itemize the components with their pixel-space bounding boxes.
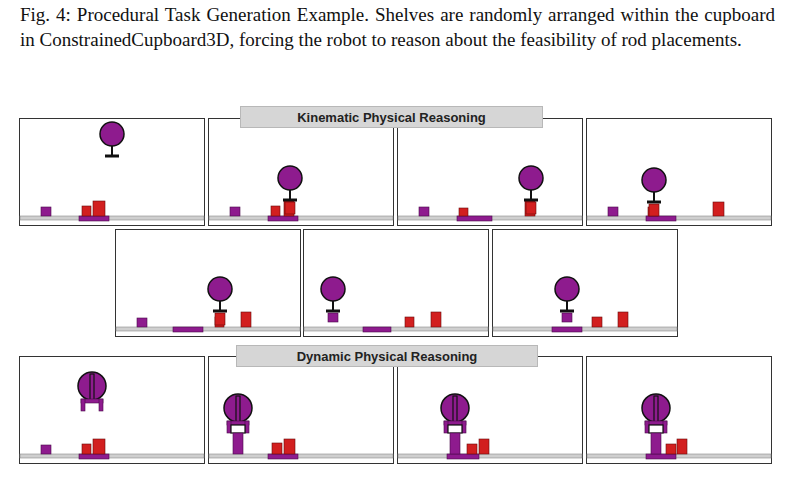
scene-panel bbox=[209, 357, 394, 464]
scene-panel bbox=[587, 357, 772, 464]
scene-panel bbox=[587, 119, 772, 226]
scene-panel bbox=[20, 119, 205, 226]
banner-heading: Kinematic Physical Reasoning bbox=[297, 110, 486, 125]
scene-panel bbox=[304, 230, 489, 337]
scene-panel bbox=[493, 230, 678, 337]
scene-panel bbox=[398, 357, 583, 464]
scene-panel bbox=[209, 119, 394, 226]
scene-panel bbox=[116, 230, 301, 337]
section-banner: Dynamic Physical Reasoning bbox=[236, 345, 538, 367]
section-banner: Kinematic Physical Reasoning bbox=[240, 106, 543, 128]
figure-caption: Fig. 4: Procedural Task Generation Examp… bbox=[20, 2, 775, 52]
banner-heading: Dynamic Physical Reasoning bbox=[297, 349, 478, 364]
scene-panel bbox=[20, 357, 205, 464]
scene-panel bbox=[398, 119, 583, 226]
